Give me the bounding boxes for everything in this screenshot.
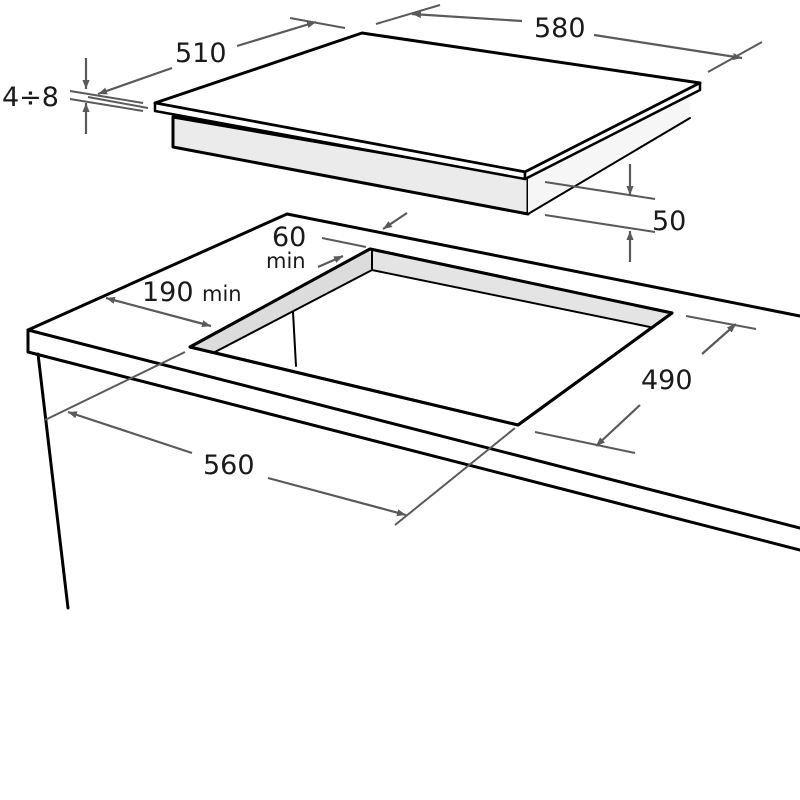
label-50: 50 <box>652 206 686 237</box>
dim-4-8-ext-b <box>69 98 144 112</box>
dim-510-line-b <box>97 66 173 96</box>
dim-4-8-ext-a <box>69 90 144 104</box>
dim-50-ext-bottom <box>544 214 656 233</box>
cutout-outline <box>188 247 674 427</box>
label-60-min: min <box>266 249 306 273</box>
dimensions <box>44 4 763 526</box>
label-190-min: min <box>202 282 242 306</box>
dim-560-ext-right <box>394 427 516 526</box>
label-60: 60 <box>272 222 306 253</box>
label-490: 490 <box>641 365 693 396</box>
label-560: 560 <box>203 450 255 481</box>
dim-490-ext-top <box>685 315 757 330</box>
dim-490-ext-bottom <box>534 431 636 454</box>
dim-510-ext-top <box>289 17 346 29</box>
dim-60-ext <box>321 237 367 248</box>
dim-560-line-b <box>267 476 407 517</box>
label-190: 190 <box>142 277 194 308</box>
dim-60-arrow-bottom <box>317 254 344 269</box>
dim-580-line-a <box>411 10 523 23</box>
dim-490-line-b <box>595 404 641 447</box>
dim-510-ext-bottom <box>87 96 149 109</box>
hob-glass-right-edge <box>523 81 702 181</box>
dim-60-arrow-top <box>382 212 408 230</box>
cutout <box>188 247 674 427</box>
label-4-8: 4÷8 <box>2 82 59 113</box>
dim-490-line-a <box>701 323 737 355</box>
worktop-front-edge <box>26 328 800 552</box>
dim-510-line-a <box>236 20 317 48</box>
label-580: 580 <box>534 13 586 44</box>
hob-box-right-edge <box>527 117 691 215</box>
dim-50-ext-top <box>544 181 656 200</box>
cabinet-left-edge <box>36 352 70 610</box>
dim-580-line-b <box>593 33 743 61</box>
label-510: 510 <box>175 38 227 69</box>
worktop-front-top-edge <box>26 328 800 530</box>
hob <box>153 31 702 216</box>
cutout-left-wall <box>190 249 372 352</box>
dim-560-line-a <box>67 410 193 455</box>
hob-underside-right <box>528 95 690 214</box>
dim-190-line <box>105 296 212 328</box>
cutout-shadow-line <box>292 311 297 367</box>
dim-560-ext-left <box>44 351 186 421</box>
cutout-back-wall <box>370 249 672 327</box>
dimension-labels: 580 510 4÷8 50 60 min 190 min 490 560 <box>2 13 693 481</box>
worktop-back-edge <box>26 212 800 332</box>
dim-580-ext-left <box>375 4 441 25</box>
